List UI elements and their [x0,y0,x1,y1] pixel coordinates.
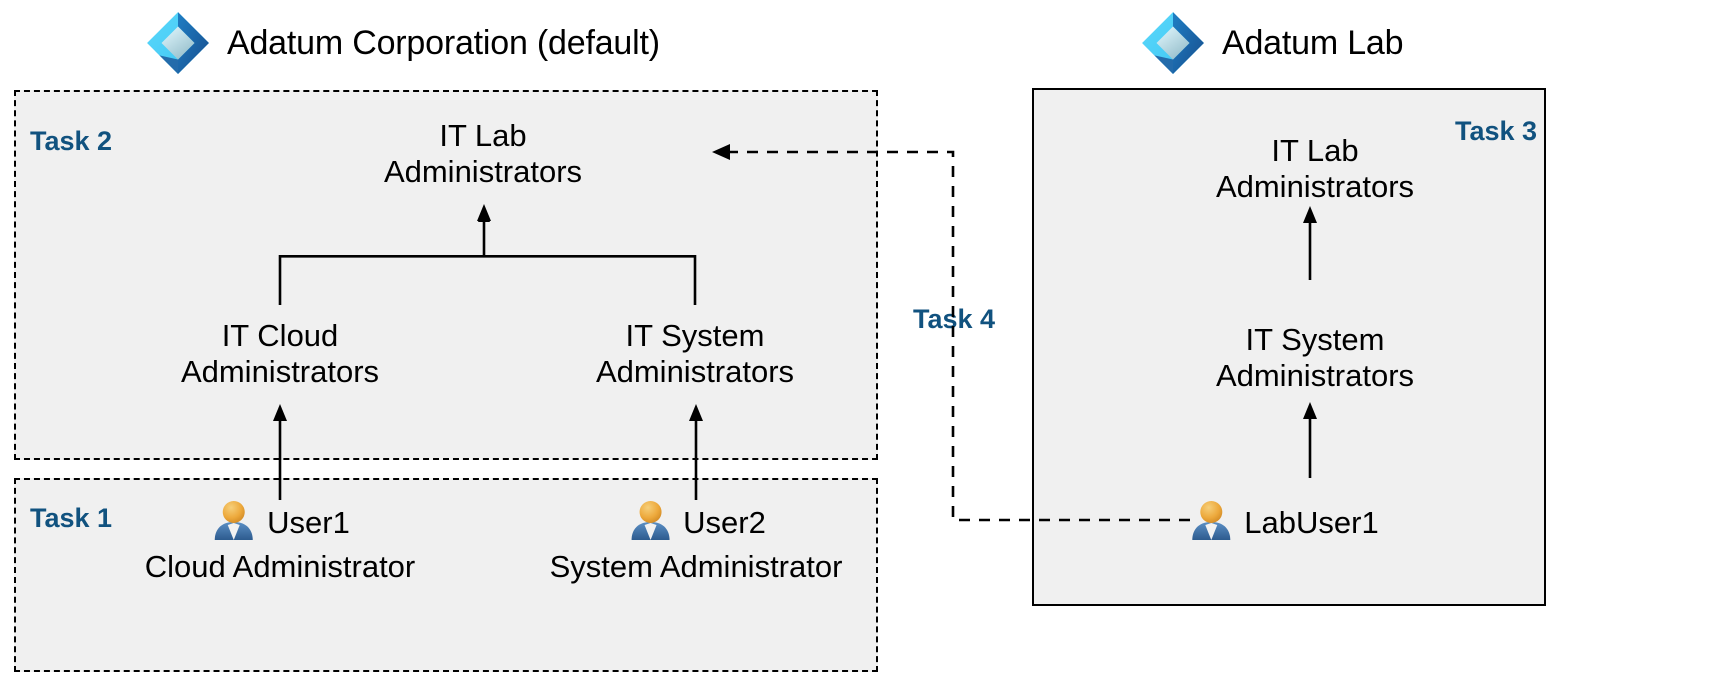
group-corp-it-cloud-administrators: IT Cloud Administrators [180,318,380,390]
user2-role: System Administrator [549,549,843,584]
group-corp-it-lab-administrators: IT Lab Administrators [383,118,583,190]
entra-id-diamond-icon [147,12,209,74]
user-block-user2: User2 System Administrator [549,498,843,585]
labuser1-row: LabUser1 [1187,498,1379,546]
tenant-name-label: Adatum Lab [1222,24,1404,62]
user1-role: Cloud Administrator [144,549,416,584]
user2-row: User2 [550,498,843,546]
user-block-labuser1: LabUser1 [1187,498,1379,546]
user2-name: User2 [683,504,766,540]
group-corp-it-system-administrators: IT System Administrators [595,318,795,390]
entra-id-diamond-icon [1142,12,1204,74]
labuser1-name: LabUser1 [1244,504,1379,540]
task-2-label: Task 2 [30,126,113,156]
task-4-label: Task 4 [913,304,996,334]
tenant-header-adatum-corporation: Adatum Corporation (default) [145,10,660,76]
group-lab-it-system-administrators: IT System Administrators [1215,322,1415,394]
user1-name: User1 [267,504,350,540]
task-1-label: Task 1 [30,503,113,533]
task-3-label: Task 3 [1455,116,1538,146]
tenant-name-label: Adatum Corporation (default) [227,24,660,62]
user-block-user1: User1 Cloud Administrator [144,498,416,585]
user-icon [215,501,254,540]
user1-row: User1 [145,498,416,546]
tenant-header-adatum-lab: Adatum Lab [1140,10,1404,76]
group-lab-it-lab-administrators: IT Lab Administrators [1215,133,1415,205]
user-icon [631,501,670,540]
user-icon [1192,501,1231,540]
